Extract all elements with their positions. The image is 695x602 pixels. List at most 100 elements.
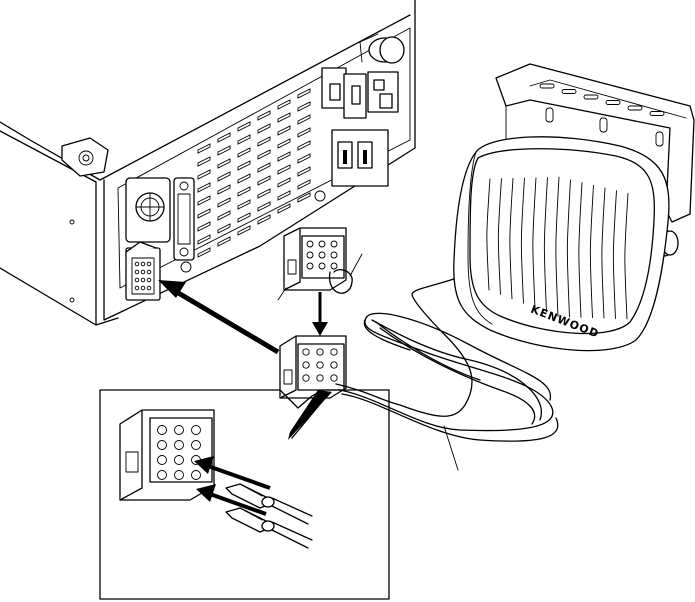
vent-slot xyxy=(198,196,210,205)
connector-pin-hole xyxy=(147,262,151,266)
vent-slot xyxy=(218,237,230,246)
connector-pin-hole xyxy=(319,252,325,258)
vent-slot xyxy=(258,202,270,211)
connector-pin-hole xyxy=(303,349,309,355)
cable-callout xyxy=(444,426,458,470)
vent-slot xyxy=(218,185,230,194)
vent-slot xyxy=(238,187,250,196)
vent-slot xyxy=(278,165,290,174)
vent-slot xyxy=(258,137,270,146)
jumper-plug xyxy=(284,228,352,293)
vent-slot xyxy=(298,141,310,150)
connector-pin-hole xyxy=(331,349,337,355)
connector-pin-hole xyxy=(158,471,167,480)
vent-slot xyxy=(218,172,230,181)
connector-pin-hole xyxy=(317,375,323,381)
vent-slot xyxy=(258,163,270,172)
bracket-vent-slot xyxy=(606,101,620,105)
vent-slot xyxy=(198,209,210,218)
connector-pin-hole xyxy=(192,426,201,435)
vent-slot xyxy=(198,222,210,231)
connector-pin-hole xyxy=(331,375,337,381)
vent-slot xyxy=(258,176,270,185)
bracket-vent-slot xyxy=(584,95,598,99)
bracket-vent-slot xyxy=(562,90,576,94)
vent-slot xyxy=(218,224,230,233)
connector-pin-hole xyxy=(307,252,313,258)
connector-pin-hole xyxy=(141,270,145,274)
connector-pin-hole xyxy=(158,456,167,465)
vent-slot xyxy=(198,170,210,179)
vent-slot xyxy=(238,135,250,144)
power-terminals xyxy=(315,68,398,201)
vent-slot xyxy=(278,126,290,135)
vent-slot xyxy=(278,178,290,187)
connector-pin-hole xyxy=(319,263,325,269)
vent-slot xyxy=(238,148,250,157)
vent-slot xyxy=(258,189,270,198)
bracket-vent-slot xyxy=(540,84,554,88)
vent-slot xyxy=(198,248,210,257)
connector-pin-hole xyxy=(192,441,201,450)
connector-pin-hole xyxy=(331,252,337,258)
vent-slot xyxy=(278,152,290,161)
speaker-plug xyxy=(280,336,346,398)
vent-slot xyxy=(238,122,250,131)
vent-slot xyxy=(278,100,290,109)
vent-slot xyxy=(198,144,210,153)
connector-pin-hole xyxy=(158,426,167,435)
vent-slot xyxy=(218,159,230,168)
jumper-callout xyxy=(278,288,286,300)
connector-pin-hole xyxy=(331,263,337,269)
radio-speaker-socket xyxy=(126,242,160,300)
connector-pin-hole xyxy=(141,286,145,290)
connector-pin-hole xyxy=(317,349,323,355)
vent-slot xyxy=(278,139,290,148)
connector-pin-hole xyxy=(175,456,184,465)
connector-pin-hole xyxy=(319,241,325,247)
external-speaker: KENWOOD xyxy=(454,64,694,351)
connector-pin-hole xyxy=(175,441,184,450)
vent-slot xyxy=(278,113,290,122)
arrow-plug-into-connector xyxy=(312,292,328,336)
connector-pin-hole xyxy=(158,441,167,450)
connector-pin-hole xyxy=(147,278,151,282)
connector-pin-hole xyxy=(307,263,313,269)
connector-pin-hole xyxy=(135,286,139,290)
vent-slot xyxy=(218,146,230,155)
vent-slot xyxy=(298,89,310,98)
connector-pin-hole xyxy=(303,362,309,368)
vent-slot xyxy=(198,183,210,192)
connector-pin-hole xyxy=(135,270,139,274)
connector-pin-hole xyxy=(135,278,139,282)
connector-pin-hole xyxy=(147,286,151,290)
arrow-connect-to-radio xyxy=(158,280,278,352)
vent-slot xyxy=(298,180,310,189)
vent-slot xyxy=(218,211,230,220)
vent-slot xyxy=(218,198,230,207)
bracket-vent-slot xyxy=(628,106,642,110)
connector-pin-hole xyxy=(147,270,151,274)
connector-pin-hole xyxy=(331,241,337,247)
vent-slot xyxy=(198,157,210,166)
terminal-pin-2 xyxy=(226,508,312,548)
vent-slot xyxy=(298,154,310,163)
vent-slot xyxy=(258,111,270,120)
connector-pin-hole xyxy=(175,471,184,480)
vent-slot xyxy=(298,102,310,111)
inset-connector xyxy=(120,410,214,500)
loop-callout xyxy=(350,254,362,276)
connector-pin-hole xyxy=(175,426,184,435)
connector-pin-hole xyxy=(303,375,309,381)
vent-slot xyxy=(278,191,290,200)
connector-pin-hole xyxy=(307,241,313,247)
inset-detail xyxy=(100,390,389,599)
vent-slot xyxy=(218,133,230,142)
connector-pin-hole xyxy=(192,471,201,480)
vent-slot xyxy=(238,174,250,183)
vent-slot xyxy=(258,150,270,159)
connector-pin-hole xyxy=(141,278,145,282)
vent-slot xyxy=(238,200,250,209)
